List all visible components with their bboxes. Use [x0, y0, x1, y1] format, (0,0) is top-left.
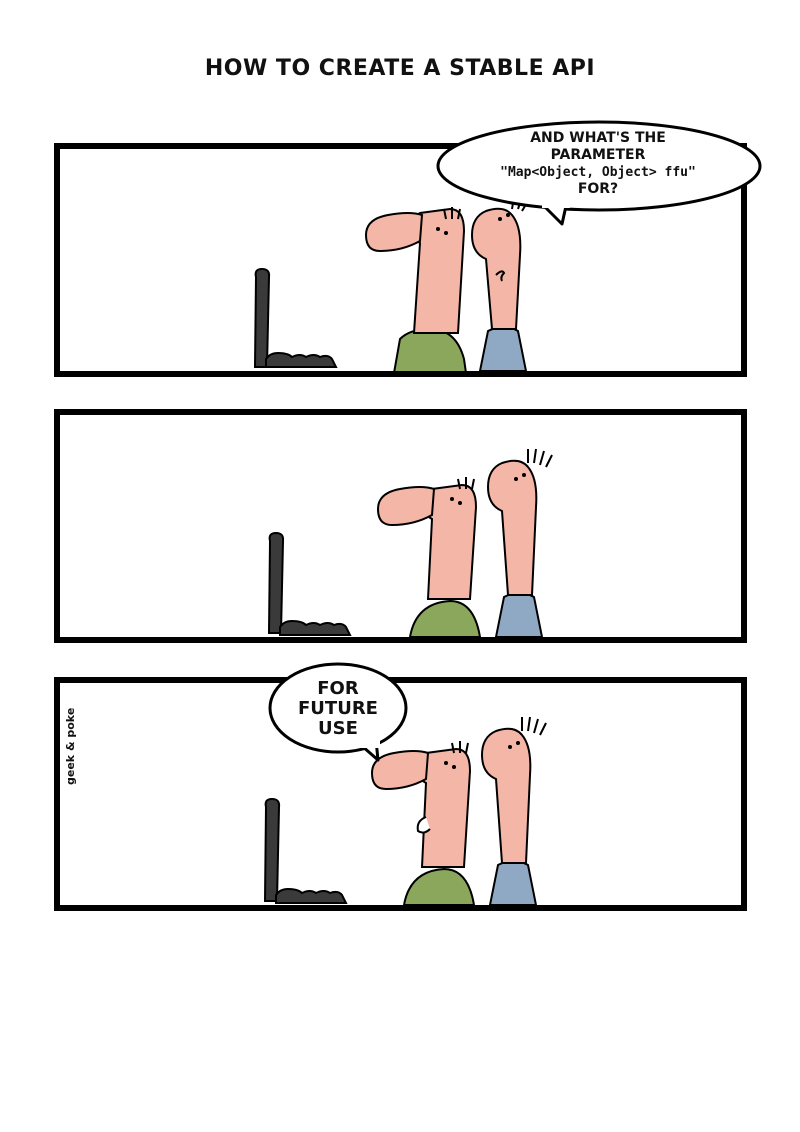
speech-1-line-3: "Map<Object, Object> ffu": [500, 165, 696, 180]
man-green-shirt: [364, 207, 467, 371]
comic-panel-2: [54, 409, 747, 643]
speech-bubble-3: [268, 662, 408, 762]
artist-signature: geek & poke: [64, 707, 77, 785]
speech-3-line-3: USE: [318, 718, 358, 739]
speech-text-1: AND WHAT'S THE PARAMETER "Map<Object, Ob…: [470, 130, 726, 198]
laptop-illustration: [267, 531, 352, 636]
speech-text-3: FOR FUTURE USE: [276, 679, 400, 739]
panel-1-scene: [253, 196, 529, 371]
panel-2-scene: [267, 448, 553, 637]
man-green-shirt: [376, 477, 482, 637]
speech-3-line-2: FUTURE: [298, 698, 378, 719]
laptop-illustration: [263, 797, 348, 904]
man-blue-shirt: [470, 196, 529, 371]
panel-3-scene: [263, 716, 547, 905]
comic-title: HOW TO CREATE A STABLE API: [204, 56, 596, 81]
speech-bubble-1: [436, 120, 762, 226]
speech-1-line-1: AND WHAT'S THE: [530, 130, 666, 146]
speech-1-line-2: PARAMETER: [550, 147, 646, 163]
speech-1-line-4: FOR?: [577, 181, 619, 197]
man-blue-shirt: [486, 448, 553, 637]
man-blue-shirt: [480, 716, 547, 905]
laptop-illustration: [253, 267, 338, 368]
speech-3-line-1: FOR: [317, 678, 359, 699]
man-green-shirt: [370, 741, 476, 905]
